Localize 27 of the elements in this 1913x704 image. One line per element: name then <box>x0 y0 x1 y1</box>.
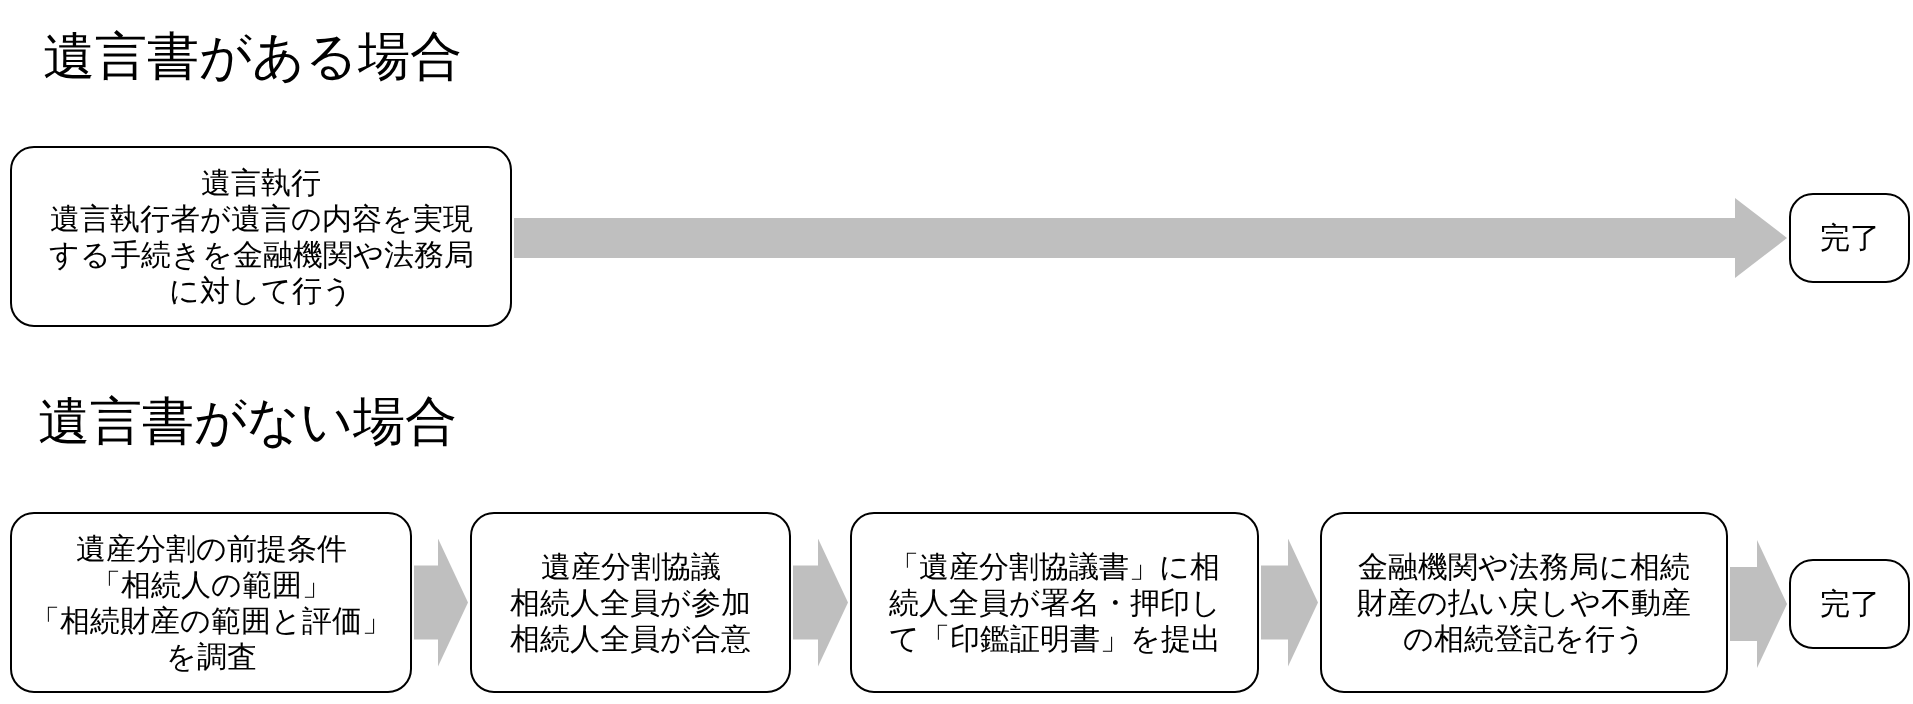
box-text: 完了 <box>1819 220 1880 256</box>
box-text: 遺産分割協議 <box>540 548 721 585</box>
box-text: を調査 <box>165 638 257 675</box>
box-text: 「遺産分割協議書」に相続人全員が署名・押印して「印鑑証明書」を提出 <box>887 548 1222 657</box>
arrow <box>414 538 468 667</box>
process-box <box>850 512 1259 693</box>
process-box <box>470 512 791 693</box>
arrow <box>1261 538 1318 667</box>
arrow <box>1730 540 1787 668</box>
arrow <box>793 538 848 667</box>
box-text: 金融機関や法務局に相続財産の払い戻しや不動産の相続登記を行う <box>1356 548 1692 657</box>
box-text: 遺言執行者が遺言の内容を実現する手続きを金融機関や法務局に対して行う <box>47 200 475 309</box>
section-heading: 遺言書がない場合 <box>38 390 457 453</box>
box-text: 相続人全員が合意 <box>510 620 751 657</box>
box-text: 「相続財産の範囲と評価」 <box>30 602 392 639</box>
box-text: 完了 <box>1819 586 1880 622</box>
box-text: 相続人全員が参加 <box>510 584 751 621</box>
process-box <box>1320 512 1728 693</box>
section-heading: 遺言書がある場合 <box>43 25 462 88</box>
process-box <box>10 146 512 327</box>
process-box <box>1789 193 1910 283</box>
process-box <box>1789 559 1910 649</box>
box-text: 「相続人の範囲」 <box>90 566 332 603</box>
arrow <box>514 198 1787 278</box>
box-text: 遺言執行 <box>201 164 321 201</box>
process-box <box>10 512 412 693</box>
box-text: 遺産分割の前提条件 <box>75 530 347 567</box>
